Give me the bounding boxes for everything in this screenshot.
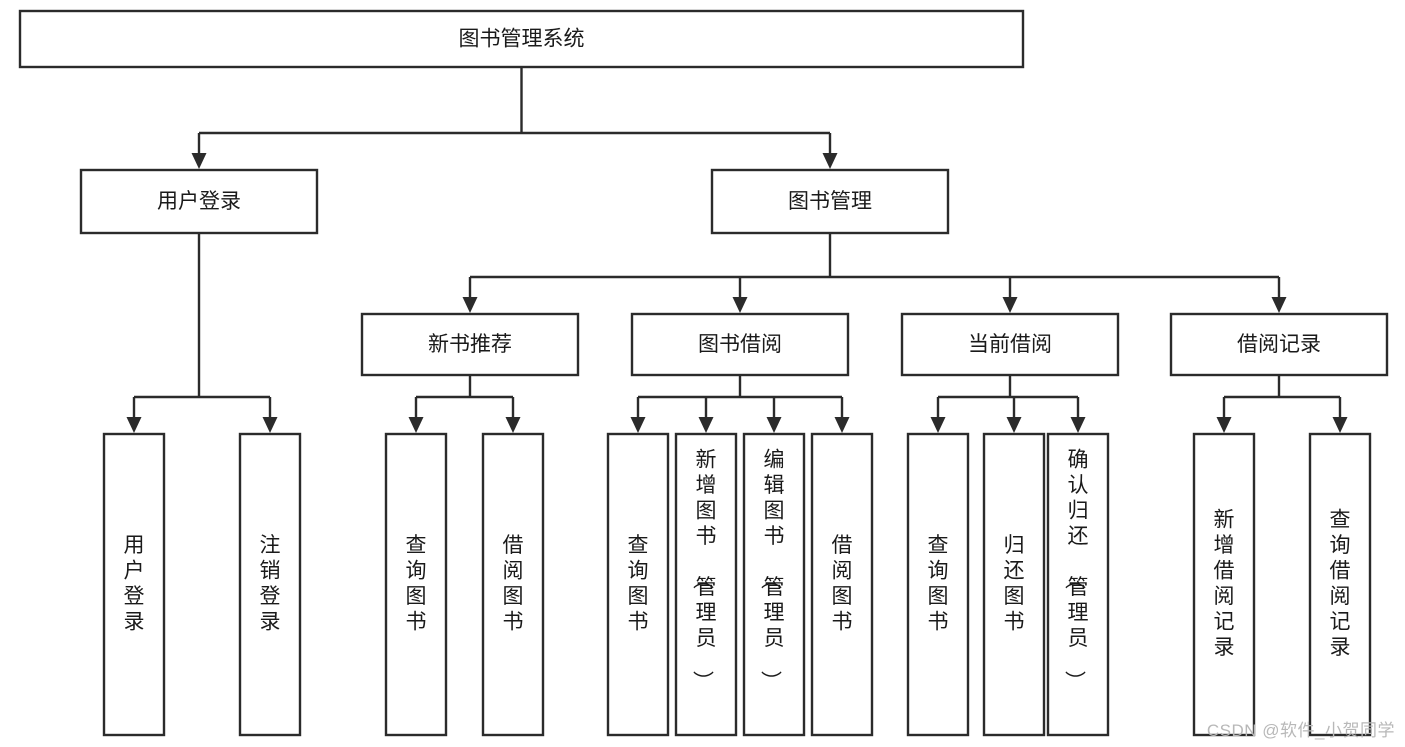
node-book-manage[interactable]: 图书管理 <box>710 168 950 235</box>
node-label-leaf-user-login: 用户登录 <box>124 534 145 634</box>
node-leaf-query-record[interactable]: 查询借阅记录 <box>1308 432 1372 737</box>
node-new-book-rec[interactable]: 新书推荐 <box>360 312 580 377</box>
node-box-leaf-return-book <box>982 432 1046 737</box>
connector-group-book-borrow <box>630 375 850 433</box>
node-label-leaf-query-book-1: 查询图书 <box>406 534 427 634</box>
node-box-leaf-query-book-1 <box>384 432 448 737</box>
node-leaf-edit-book[interactable]: 编辑图书（管理员） <box>742 432 806 737</box>
node-label-book-manage: 图书管理 <box>788 190 872 213</box>
node-leaf-add-record[interactable]: 新增借阅记录 <box>1192 432 1256 737</box>
node-label-user-login: 用户登录 <box>157 190 241 213</box>
node-label-leaf-confirm-return: 确认归还（管理员） <box>1063 448 1089 691</box>
node-label-current-borrow: 当前借阅 <box>968 333 1052 356</box>
node-box-root <box>18 9 1025 69</box>
node-box-leaf-query-record <box>1308 432 1372 737</box>
connector-layer <box>126 67 1348 433</box>
connector-group-user-login <box>126 233 278 433</box>
node-box-leaf-borrow-book-2 <box>810 432 874 737</box>
node-label-leaf-edit-book: 编辑图书（管理员） <box>759 448 785 691</box>
node-leaf-borrow-book-1[interactable]: 借阅图书 <box>481 432 545 737</box>
node-box-borrow-record <box>1169 312 1389 377</box>
node-label-leaf-logout: 注销登录 <box>260 534 281 634</box>
node-leaf-query-book-1[interactable]: 查询图书 <box>384 432 448 737</box>
node-box-leaf-query-book-2 <box>606 432 670 737</box>
node-layer: 图书管理系统用户登录图书管理新书推荐图书借阅当前借阅借阅记录用户登录注销登录查询… <box>18 9 1389 737</box>
node-box-current-borrow <box>900 312 1120 377</box>
node-box-new-book-rec <box>360 312 580 377</box>
node-box-leaf-confirm-return <box>1046 432 1110 737</box>
node-leaf-query-book-2[interactable]: 查询图书 <box>606 432 670 737</box>
node-box-leaf-user-login <box>102 432 166 737</box>
node-borrow-record[interactable]: 借阅记录 <box>1169 312 1389 377</box>
node-user-login[interactable]: 用户登录 <box>79 168 319 235</box>
node-label-leaf-query-record: 查询借阅记录 <box>1330 508 1351 659</box>
node-leaf-borrow-book-2[interactable]: 借阅图书 <box>810 432 874 737</box>
node-leaf-confirm-return[interactable]: 确认归还（管理员） <box>1046 432 1110 737</box>
connector-group-book-manage <box>462 233 1287 313</box>
node-label-leaf-query-book-3: 查询图书 <box>928 534 949 634</box>
node-label-borrow-record: 借阅记录 <box>1237 333 1321 356</box>
node-box-leaf-add-record <box>1192 432 1256 737</box>
connector-group-root <box>191 67 838 169</box>
node-leaf-return-book[interactable]: 归还图书 <box>982 432 1046 737</box>
node-box-leaf-edit-book <box>742 432 806 737</box>
node-book-borrow[interactable]: 图书借阅 <box>630 312 850 377</box>
node-box-leaf-add-book <box>674 432 738 737</box>
node-label-leaf-return-book: 归还图书 <box>1004 534 1025 634</box>
node-leaf-add-book[interactable]: 新增图书（管理员） <box>674 432 738 737</box>
node-box-user-login <box>79 168 319 235</box>
connector-group-new-book-rec <box>408 375 521 433</box>
node-box-leaf-borrow-book-1 <box>481 432 545 737</box>
node-label-leaf-add-book: 新增图书（管理员） <box>691 448 717 691</box>
node-current-borrow[interactable]: 当前借阅 <box>900 312 1120 377</box>
node-label-leaf-borrow-book-1: 借阅图书 <box>503 534 524 634</box>
node-box-book-manage <box>710 168 950 235</box>
node-box-book-borrow <box>630 312 850 377</box>
connector-group-borrow-record <box>1216 375 1348 433</box>
node-box-leaf-logout <box>238 432 302 737</box>
node-leaf-user-login[interactable]: 用户登录 <box>102 432 166 737</box>
node-label-leaf-query-book-2: 查询图书 <box>628 534 649 634</box>
node-box-leaf-query-book-3 <box>906 432 970 737</box>
node-leaf-query-book-3[interactable]: 查询图书 <box>906 432 970 737</box>
node-leaf-logout[interactable]: 注销登录 <box>238 432 302 737</box>
node-label-book-borrow: 图书借阅 <box>698 333 782 356</box>
node-root[interactable]: 图书管理系统 <box>18 9 1025 69</box>
connector-group-current-borrow <box>930 375 1086 433</box>
node-label-leaf-borrow-book-2: 借阅图书 <box>832 534 853 634</box>
node-label-leaf-add-record: 新增借阅记录 <box>1214 508 1235 659</box>
node-label-root: 图书管理系统 <box>459 28 585 51</box>
node-label-new-book-rec: 新书推荐 <box>428 333 512 356</box>
